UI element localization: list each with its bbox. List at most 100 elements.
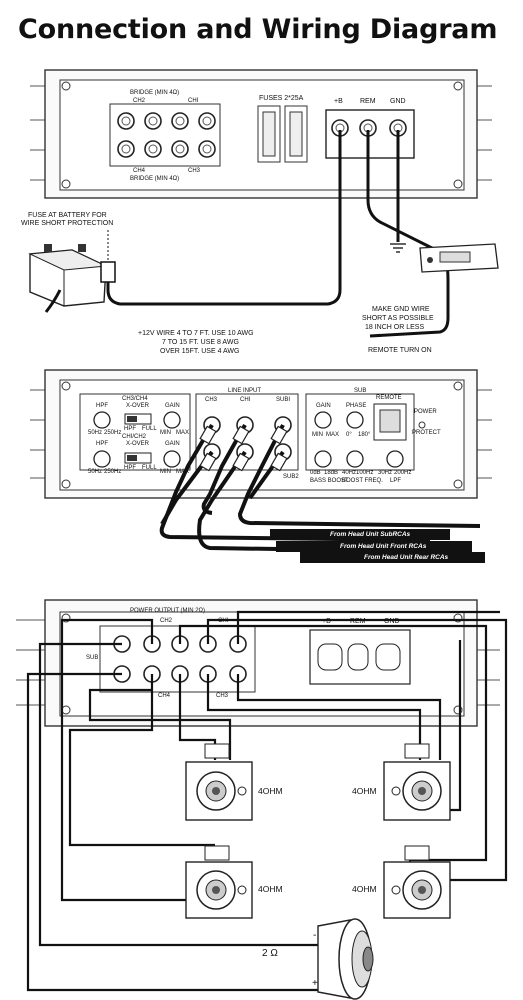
line-input-label: LINE INPUT xyxy=(228,388,262,394)
from-front-rca-label: From Head Unit Front RCAs xyxy=(340,543,427,550)
remote-port xyxy=(373,403,426,441)
min-top: MIN xyxy=(160,430,171,436)
full-bottom: FULL xyxy=(142,465,157,471)
power-output-label: POWER OUTPUT (MIN 2Ω) xyxy=(130,608,206,614)
ch12-label: CHI/CH2 xyxy=(122,434,147,440)
rear-left-impedance: 4OHM xyxy=(258,884,283,894)
remote-turn-on-label: REMOTE TURN ON xyxy=(368,347,432,354)
max-top: MAX xyxy=(176,430,190,436)
wire-note-line2: 7 TO 15 FT. USE 8 AWG xyxy=(162,339,239,346)
from-rear-rca-label: From Head Unit Rear RCAs xyxy=(364,554,449,561)
gnd-note-line3: 18 INCH OR LESS xyxy=(365,324,425,331)
f250-top: 250Hz xyxy=(104,430,122,436)
front-left-impedance: 4OHM xyxy=(258,786,283,796)
ch2-label: CH2 xyxy=(133,98,146,104)
bass-boost-label: BASS BOOST xyxy=(310,478,349,484)
xover-label-bottom: X-OVER xyxy=(126,441,150,447)
lpf-label: LPF xyxy=(390,478,402,484)
speaker-terminal-block-1 xyxy=(117,112,216,158)
input-label-bars xyxy=(270,529,485,563)
page-title: Connection and Wiring Diagram xyxy=(18,14,498,45)
sub-gain-label: GAIN xyxy=(316,403,331,409)
front-right-impedance: 4OHM xyxy=(352,786,377,796)
p3-ch2-label: CH2 xyxy=(160,618,173,624)
gain-knobs xyxy=(93,411,404,468)
ch4-label: CH4 xyxy=(133,168,146,174)
fuses xyxy=(257,105,308,163)
xover-label-top: X-OVER xyxy=(126,403,150,409)
head-unit-1 xyxy=(419,243,499,273)
hpf-label-top: HPF xyxy=(96,403,108,409)
f30-label: 30Hz xyxy=(378,470,393,476)
remote-label: REMOTE xyxy=(376,395,402,401)
bridge-top-label: BRIDGE (MIN 4Ω) xyxy=(130,90,180,96)
p2-ch1-label: CHI xyxy=(240,397,251,403)
deg180-label: 180° xyxy=(358,432,371,438)
gnd-label: GND xyxy=(390,98,406,105)
ch3-label: CH3 xyxy=(188,168,201,174)
speaker-rear-right xyxy=(383,845,451,919)
battery xyxy=(28,244,108,313)
ch34-label: CH3/CH4 xyxy=(122,396,148,402)
plus-b-label: +B xyxy=(334,98,343,105)
xover-switches xyxy=(124,413,152,464)
gnd-note-line2: SHORT AS POSSIBLE xyxy=(362,315,434,322)
speaker-front-right xyxy=(383,743,451,821)
sub-min-label: MIN xyxy=(312,432,323,438)
f50-top: 50Hz xyxy=(88,430,103,436)
f50-bottom: 50Hz xyxy=(88,469,103,475)
p3-ch4-label: CH4 xyxy=(158,693,171,699)
p2-ch3-label: CH3 xyxy=(205,397,218,403)
p3-plus-b-label: +B xyxy=(322,618,331,625)
p2-sub2-label: SUB2 xyxy=(283,474,299,480)
bridge-bottom-label: BRIDGE (MIN 4Ω) xyxy=(130,176,180,182)
db18-label: 18dB xyxy=(324,470,339,476)
sub-minus-terminal: - xyxy=(313,930,317,941)
wire-note-line1: +12V WIRE 4 TO 7 FT. USE 10 AWG xyxy=(138,330,254,337)
gnd-note-line1: MAKE GND WIRE xyxy=(372,306,430,313)
p3-ch1-label: CHI xyxy=(218,618,229,624)
protect-led-label: PROTECT xyxy=(412,430,441,436)
fuse-note-line1: FUSE AT BATTERY FOR xyxy=(28,212,107,219)
rca-plugs xyxy=(199,425,288,472)
p3-ch3-label: CH3 xyxy=(216,693,229,699)
hpf-small-bottom: HPF xyxy=(124,465,136,471)
hpf-label-bottom: HPF xyxy=(96,441,108,447)
f100-label: 100Hz xyxy=(356,470,374,476)
f250-bottom: 250Hz xyxy=(104,469,122,475)
sub-section-label: SUB xyxy=(354,388,367,394)
deg0-label: 0° xyxy=(346,432,352,438)
p2-sub1-label: SUBI xyxy=(276,397,291,403)
boost-freq-label: BOOST FREQ. xyxy=(342,478,383,484)
sub-max-label: MAX xyxy=(326,432,340,438)
rca-cables xyxy=(159,423,481,554)
subwoofer xyxy=(317,918,374,1000)
gain-label-bottom: GAIN xyxy=(165,441,180,447)
full-top: FULL xyxy=(142,426,157,432)
f200-label: 200Hz xyxy=(394,470,412,476)
power-led-label: POWER xyxy=(414,409,437,415)
inline-fuse xyxy=(100,230,116,283)
ground-symbol xyxy=(390,243,406,253)
p3-gnd-label: GND xyxy=(384,618,400,625)
rem-label: REM xyxy=(360,98,376,105)
min-bottom: MIN xyxy=(160,469,171,475)
sub-plus-terminal: + xyxy=(312,978,318,989)
speaker-front-left xyxy=(185,743,253,821)
sub-impedance: 2 Ω xyxy=(262,948,278,959)
p3-rem-label: REM xyxy=(350,618,366,625)
p3-sub-label: SUB xyxy=(86,655,99,661)
fuses-label: FUSES 2*25A xyxy=(259,95,304,102)
phase-label: PHASE xyxy=(346,403,367,409)
ch1-label: CHI xyxy=(188,98,199,104)
fuse-note-line2: WIRE SHORT PROTECTION xyxy=(21,220,114,227)
wire-note-line3: OVER 15FT. USE 4 AWG xyxy=(160,348,240,355)
gain-label-top: GAIN xyxy=(165,403,180,409)
speaker-rear-left xyxy=(185,845,253,919)
from-sub-rca-label: From Head Unit SubRCAs xyxy=(330,531,411,538)
rear-right-impedance: 4OHM xyxy=(352,884,377,894)
hpf-small-top: HPF xyxy=(124,426,136,432)
f40-label: 40Hz xyxy=(342,470,357,476)
max-bottom: MAX xyxy=(176,469,190,475)
